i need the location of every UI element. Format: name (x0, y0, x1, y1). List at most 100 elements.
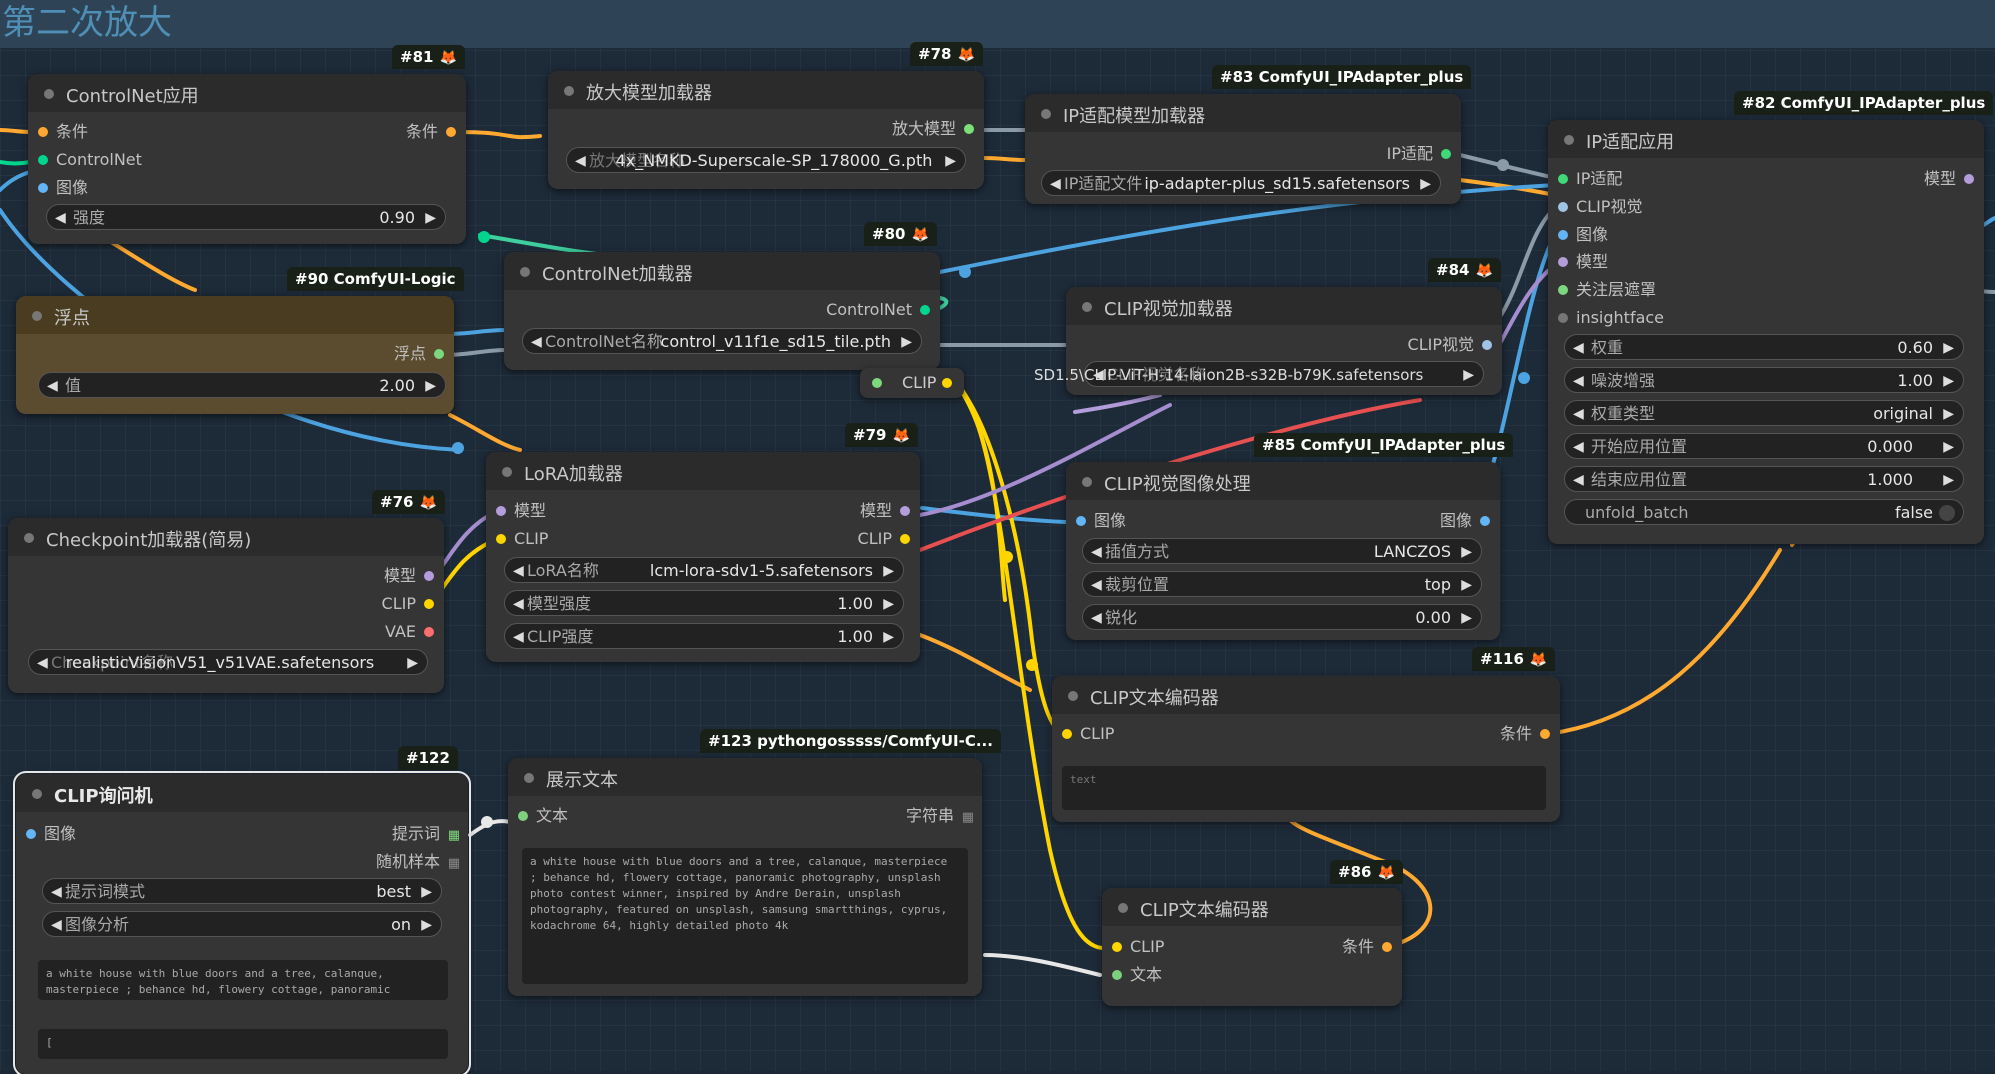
decrement-arrow[interactable]: ◀ (1050, 176, 1061, 192)
input-clip[interactable]: CLIP (496, 529, 548, 549)
input-clip[interactable]: CLIP (1062, 724, 1114, 744)
decrement-arrow[interactable]: ◀ (1093, 367, 1104, 383)
group-header[interactable] (0, 0, 1995, 48)
reroute-node[interactable]: CLIP (860, 368, 964, 398)
node-controlnet-apply[interactable]: ControlNet应用 条件 ControlNet 图像 条件 ◀ 强度 0.… (28, 74, 466, 244)
node-header[interactable] (1052, 676, 1560, 714)
collapse-dot[interactable] (32, 311, 42, 321)
output-vae[interactable]: VAE (385, 622, 434, 642)
node-header[interactable] (8, 518, 444, 556)
node-checkpoint-loader[interactable]: Checkpoint加载器(简易) 模型 CLIP VAE ◀Checkpoin… (8, 518, 444, 693)
output-float[interactable]: 浮点 (394, 344, 444, 364)
strength-widget[interactable]: ◀ 强度 0.90 ▶ (46, 204, 446, 230)
increment-arrow[interactable]: ▶ (1943, 406, 1954, 422)
node-upscale-model-loader[interactable]: 放大模型加载器 放大模型 ◀ 放大模型名称 4x_NMKD-Superscale… (548, 71, 984, 189)
increment-arrow[interactable]: ▶ (1463, 367, 1474, 383)
increment-arrow[interactable]: ▶ (421, 917, 432, 933)
collapse-dot[interactable] (44, 89, 54, 99)
increment-arrow[interactable]: ▶ (883, 563, 894, 579)
decrement-arrow[interactable]: ◀ (531, 334, 542, 350)
increment-arrow[interactable]: ▶ (407, 655, 418, 671)
output-clip[interactable]: CLIP (382, 594, 434, 614)
collapse-dot[interactable] (32, 789, 42, 799)
increment-arrow[interactable]: ▶ (1943, 340, 1954, 356)
decrement-arrow[interactable]: ◀ (55, 210, 66, 226)
output-model[interactable]: 模型 (860, 501, 910, 521)
node-header[interactable] (1025, 94, 1461, 132)
output-clip[interactable]: CLIP (858, 529, 910, 549)
node-header[interactable] (548, 71, 984, 109)
node-show-text[interactable]: 展示文本 文本 字符串▦ a white house with blue doo… (508, 758, 982, 996)
input-image[interactable]: 图像 (1076, 511, 1126, 531)
clip-vision-name-widget[interactable]: ◀CLIP视觉名称▶ (1084, 361, 1484, 387)
collapse-dot[interactable] (1082, 302, 1092, 312)
output-conditioning[interactable]: 条件 (406, 122, 456, 142)
input-attention-mask[interactable]: 关注层遮罩 (1558, 280, 1656, 300)
node-header[interactable] (486, 452, 920, 490)
input-model[interactable]: 模型 (496, 501, 546, 521)
decrement-arrow[interactable]: ◀ (1091, 577, 1102, 593)
sample-output-textarea[interactable]: [ (38, 1029, 448, 1059)
input-image[interactable]: 图像 (38, 178, 88, 198)
output-prompt[interactable]: 提示词▦ (392, 824, 460, 844)
increment-arrow[interactable]: ▶ (1943, 472, 1954, 488)
node-header[interactable] (504, 252, 940, 290)
collapse-dot[interactable] (520, 267, 530, 277)
input-ipadapter[interactable]: IP适配 (1558, 169, 1622, 189)
collapse-dot[interactable] (524, 773, 534, 783)
output-conditioning[interactable]: 条件 (1342, 937, 1392, 957)
decrement-arrow[interactable]: ◀ (37, 655, 48, 671)
output-string[interactable]: 字符串▦ (906, 806, 974, 826)
increment-arrow[interactable]: ▶ (1420, 176, 1431, 192)
increment-arrow[interactable]: ▶ (1461, 577, 1472, 593)
node-header[interactable] (28, 74, 466, 112)
decrement-arrow[interactable]: ◀ (1091, 544, 1102, 560)
decrement-arrow[interactable]: ◀ (51, 917, 62, 933)
collapse-dot[interactable] (24, 533, 34, 543)
node-header[interactable] (1102, 888, 1402, 926)
node-header[interactable] (16, 774, 468, 812)
prompt-textarea[interactable]: text (1062, 766, 1546, 810)
decrement-arrow[interactable]: ◀ (1573, 406, 1584, 422)
increment-arrow[interactable]: ▶ (1943, 439, 1954, 455)
collapse-dot[interactable] (502, 467, 512, 477)
collapse-dot[interactable] (564, 86, 574, 96)
decrement-arrow[interactable]: ◀ (1091, 610, 1102, 626)
collapse-dot[interactable] (1082, 477, 1092, 487)
node-clip-text-encode-86[interactable]: CLIP文本编码器 CLIP 文本 条件 (1102, 888, 1402, 1006)
input-clip[interactable]: CLIP (1112, 937, 1164, 957)
input-text[interactable]: 文本 (1112, 965, 1162, 985)
toggle-knob[interactable] (1939, 505, 1955, 521)
increment-arrow[interactable]: ▶ (883, 629, 894, 645)
increment-arrow[interactable]: ▶ (1461, 544, 1472, 560)
output-random-samples[interactable]: 随机样本▦ (376, 852, 460, 872)
output-ipadapter[interactable]: IP适配 (1387, 144, 1451, 164)
input-image[interactable]: 图像 (26, 824, 76, 844)
collapse-dot[interactable] (1068, 691, 1078, 701)
collapse-dot[interactable] (1041, 109, 1051, 119)
reroute-input[interactable] (872, 378, 882, 388)
display-textarea[interactable]: a white house with blue doors and a tree… (522, 848, 968, 984)
prompt-output-textarea[interactable]: a white house with blue doors and a tree… (38, 960, 448, 1000)
decrement-arrow[interactable]: ◀ (1573, 340, 1584, 356)
node-header[interactable] (1066, 287, 1502, 325)
node-header[interactable] (508, 758, 982, 796)
collapse-dot[interactable] (1564, 135, 1574, 145)
reroute-output[interactable] (942, 378, 952, 388)
